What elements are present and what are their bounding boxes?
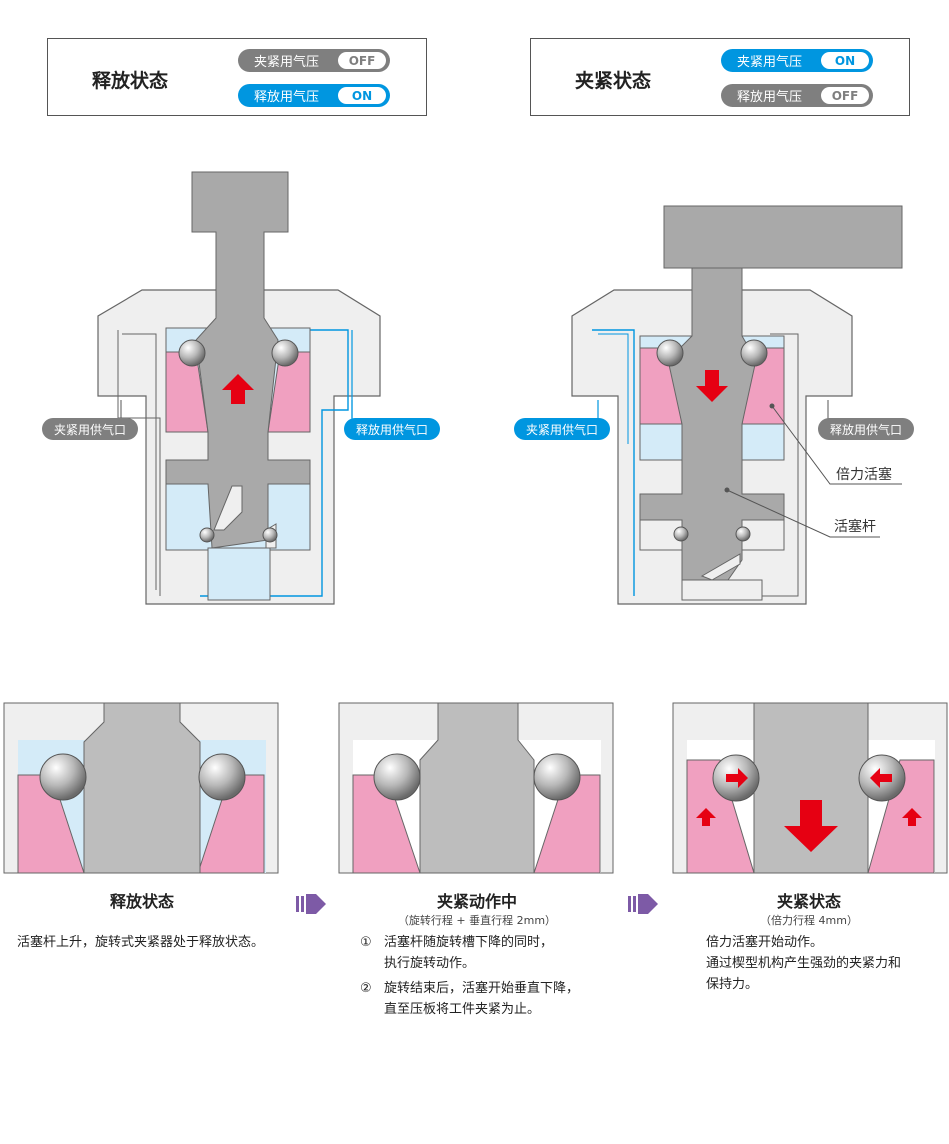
toggle-label: 夹紧用气压: [737, 55, 803, 70]
piston-rod-callout: 活塞杆: [834, 519, 876, 535]
description-line: 倍力活塞开始动作。: [706, 935, 824, 950]
booster-piston-callout: 倍力活塞: [836, 467, 892, 483]
toggle-label: 夹紧用气压: [254, 55, 320, 70]
ball-right: [271, 339, 299, 367]
air-channel-left: [117, 330, 161, 596]
next-step-arrow-icon: [296, 894, 326, 914]
ball-right: [533, 753, 581, 801]
up-arrow-icon: [902, 808, 922, 826]
release-air-line: [200, 329, 349, 597]
booster-piston-right: [267, 351, 311, 433]
ball-left: [373, 753, 421, 801]
ball-cam-right: [262, 527, 278, 543]
stage-title: 释放状态: [109, 892, 174, 911]
up-arrow-icon: [696, 808, 716, 826]
toggle-state: ON: [821, 52, 869, 69]
toggle-state: OFF: [821, 87, 869, 104]
next-step-arrow-icon: [628, 894, 658, 914]
piston-rod: [639, 267, 785, 581]
stage-subtitle: （倍力行程 4mm）: [760, 914, 858, 927]
toggle-state: ON: [338, 87, 386, 104]
release-air-toggle-on[interactable]: 释放用气压 ON: [238, 84, 390, 107]
ball-left: [39, 753, 87, 801]
ball-right: [740, 339, 768, 367]
clamp-air-line: [122, 333, 157, 590]
clamp-air-toggle-on[interactable]: 夹紧用气压 ON: [721, 49, 873, 72]
step-number: ②: [360, 981, 372, 996]
closeup-clamping: [338, 702, 614, 874]
toggle-state: OFF: [338, 52, 386, 69]
toggle-label: 释放用气压: [737, 90, 803, 105]
ball-left: [656, 339, 684, 367]
release-air-port-tag: 释放用供气口: [818, 418, 915, 440]
stage-subtitle: （旋转行程 + 垂直行程 2mm）: [397, 914, 557, 927]
ball-cam-left: [199, 527, 215, 543]
clamp-air-line: [592, 329, 635, 596]
step-line: 旋转结束后，活塞开始垂直下降，: [384, 981, 580, 996]
right-arrow-icon: [726, 768, 748, 788]
clamp-status-title: 夹紧状态: [575, 70, 652, 92]
stage-description: 倍力活塞开始动作。 通过楔型机构产生强劲的夹紧力和 保持力。: [706, 932, 942, 995]
step-number: ①: [360, 935, 372, 950]
bottom-socket: [681, 579, 763, 601]
cam-groove: [213, 485, 243, 531]
clamp-air-line-2: [598, 333, 629, 444]
ball-left: [178, 339, 206, 367]
step-line: 执行旋转动作。: [384, 956, 476, 971]
release-air-toggle-off[interactable]: 释放用气压 OFF: [721, 84, 873, 107]
ball-cam-left: [673, 526, 689, 542]
step-item: ② 旋转结束后，活塞开始垂直下降， 直至压板将工件夹紧为止。: [360, 978, 620, 1022]
ball-cam-right: [735, 526, 751, 542]
stage-description: 活塞杆上升，旋转式夹紧器处于释放状态。: [17, 935, 265, 950]
bottom-socket: [207, 547, 271, 601]
clamp-air-toggle-off[interactable]: 夹紧用气压 OFF: [238, 49, 390, 72]
clamp-cross-section: [571, 205, 903, 605]
step-line: 直至压板将工件夹紧为止。: [384, 1002, 541, 1017]
down-arrow-icon: [784, 800, 838, 852]
cam-groove: [700, 553, 741, 581]
stage-title: 夹紧状态: [776, 892, 841, 911]
step-line: 活塞杆随旋转槽下降的同时，: [384, 935, 554, 950]
clamp-air-port-tag: 夹紧用供气口: [514, 418, 611, 440]
step-item: ① 活塞杆随旋转槽下降的同时， 执行旋转动作。: [360, 932, 620, 976]
ball-right: [198, 753, 246, 801]
clamp-status-panel: 夹紧状态 夹紧用气压 ON 释放用气压 OFF: [530, 38, 910, 116]
release-cross-section: [97, 171, 381, 605]
release-air-port-tag: 释放用供气口: [344, 418, 441, 440]
description-line: 保持力。: [706, 977, 759, 992]
left-arrow-icon: [870, 768, 892, 788]
stage-title: 夹紧动作中: [436, 892, 517, 911]
clamp-air-port-tag: 夹紧用供气口: [42, 418, 139, 440]
clamp-arm: [663, 205, 903, 269]
release-status-panel: 释放状态 夹紧用气压 OFF 释放用气压 ON: [47, 38, 427, 116]
closeup-clamped: [672, 702, 948, 874]
up-arrow-icon: [222, 374, 254, 404]
release-status-title: 释放状态: [92, 70, 169, 92]
description-line: 通过楔型机构产生强劲的夹紧力和: [706, 956, 902, 971]
down-arrow-icon: [696, 370, 728, 402]
closeup-release: [3, 702, 279, 874]
toggle-label: 释放用气压: [254, 90, 320, 105]
